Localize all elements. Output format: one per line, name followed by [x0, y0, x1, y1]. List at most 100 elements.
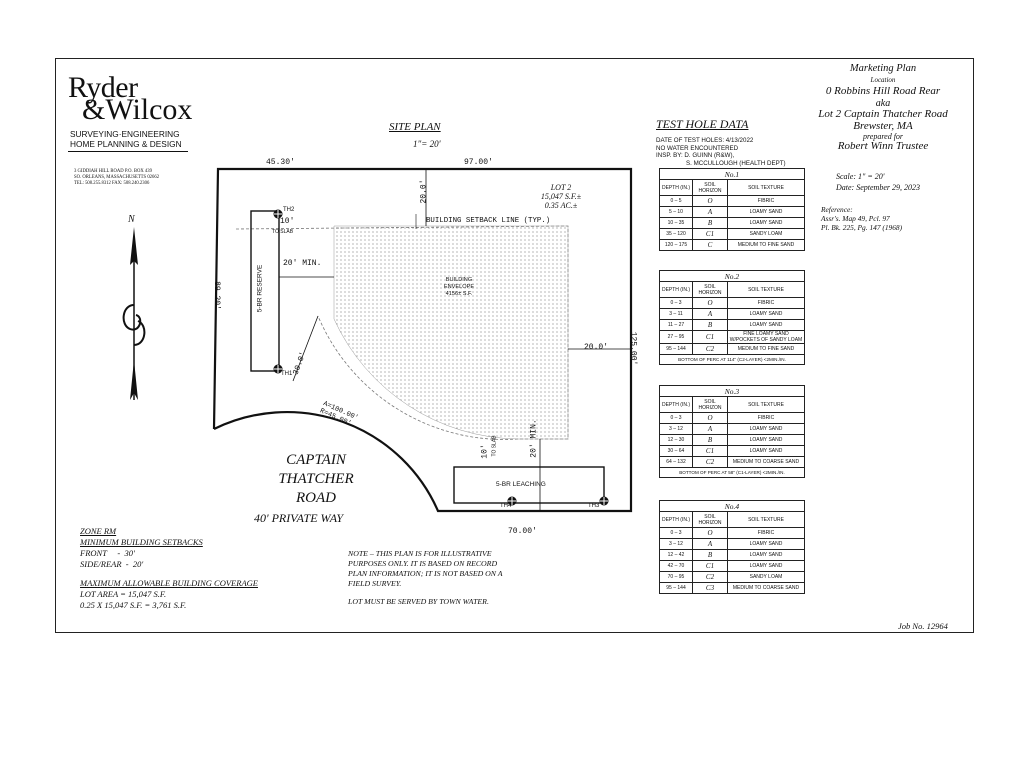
note-line5: LOT MUST BE SERVED BY TOWN WATER. — [348, 597, 489, 606]
test-hole-header: SOIL HORIZON — [692, 179, 728, 196]
table-cell: LOAMY SAND — [727, 445, 805, 457]
test-hole-inspector2: S. MCCULLOUGH (HEALTH DEPT) — [686, 159, 786, 167]
title-line7: prepared for — [862, 132, 904, 141]
envelope-line1: BUILDING — [445, 277, 473, 283]
dim-top-left: 45.30' — [266, 158, 295, 167]
logo-underline — [68, 151, 188, 152]
table-cell: C1 — [692, 560, 728, 572]
table-cell: O — [692, 412, 728, 424]
table-cell: 0 – 3 — [659, 297, 693, 309]
envelope-label: BUILDING ENVELOPE 4156± S.F. — [434, 277, 484, 298]
reserve-area — [250, 210, 280, 372]
table-cell: MEDIUM TO FINE SAND — [727, 343, 805, 355]
setback-line-label: BUILDING SETBACK LINE (TYP.) — [426, 217, 551, 225]
table-cell: C2 — [692, 456, 728, 468]
note-line2: PURPOSES ONLY. IT IS BASED ON RECORD — [348, 559, 498, 568]
reference-block: Reference: Assr's. Map 49, Pcl. 97 Pl. B… — [821, 205, 902, 232]
table-cell: FIBRIC — [727, 297, 805, 309]
note-line1: NOTE – THIS PLAN IS FOR ILLUSTRATIVE — [348, 549, 492, 558]
test-hole-header: SOIL TEXTURE — [727, 179, 805, 196]
company-address: 3 GIDDIAH HILL ROAD P.O. BOX 439 SO. ORL… — [74, 169, 159, 188]
address-line2: SO. ORLEANS, MASSACHUSETTS 02662 — [74, 175, 160, 181]
table-cell: FIBRIC — [727, 527, 805, 539]
table-cell: FIBRIC — [727, 195, 805, 207]
setback-bottom: 20' MIN. — [529, 419, 539, 458]
test-hole-header: SOIL TEXTURE — [727, 281, 805, 298]
table-cell: O — [692, 195, 728, 207]
setback-line — [235, 225, 569, 440]
address-phone: TEL: 508.255.8312 FAX: 508.240.2306 — [74, 181, 150, 187]
setback-left: 20' MIN. — [283, 259, 322, 268]
table-cell: 30 – 64 — [659, 445, 693, 457]
table-cell: 35 – 120 — [659, 228, 693, 240]
company-tagline: SURVEYING·ENGINEERING HOME PLANNING & DE… — [70, 129, 182, 149]
table-cell: MEDIUM TO FINE SAND — [727, 239, 805, 251]
tagline-line1: SURVEYING·ENGINEERING — [70, 129, 180, 139]
drawing-sheet: Ryder &Wilcox SURVEYING·ENGINEERING HOME… — [55, 58, 974, 633]
th3-label: TH3 — [588, 503, 600, 509]
site-plan-scale: 1"= 20' — [413, 139, 441, 149]
table-cell: LOAMY SAND — [727, 434, 805, 446]
envelope-line2: ENVELOPE — [443, 284, 475, 290]
table-cell: C1 — [692, 330, 728, 344]
th1-label: TH1 — [281, 371, 293, 377]
table-cell: O — [692, 527, 728, 539]
reserve-label: 5-BR RESERVE — [256, 264, 264, 313]
title-line4: aka — [875, 97, 891, 109]
test-hole-header: SOIL TEXTURE — [727, 511, 805, 528]
title-line3: 0 Robbins Hill Road Rear — [825, 85, 941, 97]
table-cell: 95 – 144 — [659, 343, 693, 355]
table-cell: 0 – 5 — [659, 195, 693, 207]
title-line6: Brewster, MA — [853, 119, 913, 132]
test-hole-header: DEPTH (IN.) — [659, 179, 693, 196]
title-scale: Scale: 1" = 20' — [836, 172, 885, 181]
lot-boundary — [212, 167, 633, 513]
table-cell: B — [692, 319, 728, 331]
lot-sf: 15,047 S.F.± — [540, 192, 582, 201]
test-hole-header: SOIL TEXTURE — [727, 396, 805, 413]
table-cell: MEDIUM TO COARSE SAND — [727, 456, 805, 468]
table-cell: A — [692, 206, 728, 218]
test-hole-header: DEPTH (IN.) — [659, 281, 693, 298]
title-date: Date: September 29, 2023 — [836, 183, 920, 192]
road-type: 40' PRIVATE WAY — [254, 511, 344, 525]
plan-note: NOTE – THIS PLAN IS FOR ILLUSTRATIVE PUR… — [348, 549, 503, 607]
th2-label: TH2 — [283, 207, 295, 213]
table-cell: LOAMY SAND — [727, 319, 805, 331]
table-cell: SANDY LOAM — [727, 228, 805, 240]
test-hole-number: No.4 — [659, 500, 805, 512]
title-block: Marketing Plan Location 0 Robbins Hill R… — [788, 63, 978, 153]
table-cell: C1 — [692, 228, 728, 240]
road-line1: CAPTAIN — [286, 452, 346, 468]
test-hole-info: DATE OF TEST HOLES: 4/13/2022 NO WATER E… — [656, 137, 786, 167]
test-hole-number: No.1 — [659, 168, 805, 180]
to-slab-label-2: TO SLAB — [491, 435, 498, 457]
test-hole-date: DATE OF TEST HOLES: 4/13/2022 — [656, 137, 754, 144]
table-cell: 27 – 95 — [659, 330, 693, 344]
table-cell: 120 – 175 — [659, 239, 693, 251]
dim-left: 89.20' — [211, 281, 221, 310]
to-slab-label-1: TO SLAB — [272, 229, 294, 235]
table-cell: C2 — [692, 571, 728, 583]
table-cell: B — [692, 549, 728, 561]
table-cell: 70 – 95 — [659, 571, 693, 583]
table-cell: C2 — [692, 343, 728, 355]
building-envelope — [333, 225, 569, 440]
table-cell: 95 – 144 — [659, 582, 693, 594]
title-line1: Marketing Plan — [849, 63, 917, 74]
setback-top: 20.0' — [419, 179, 429, 204]
title-line5: Lot 2 Captain Thatcher Road — [818, 108, 948, 120]
table-cell: 0 – 3 — [659, 412, 693, 424]
